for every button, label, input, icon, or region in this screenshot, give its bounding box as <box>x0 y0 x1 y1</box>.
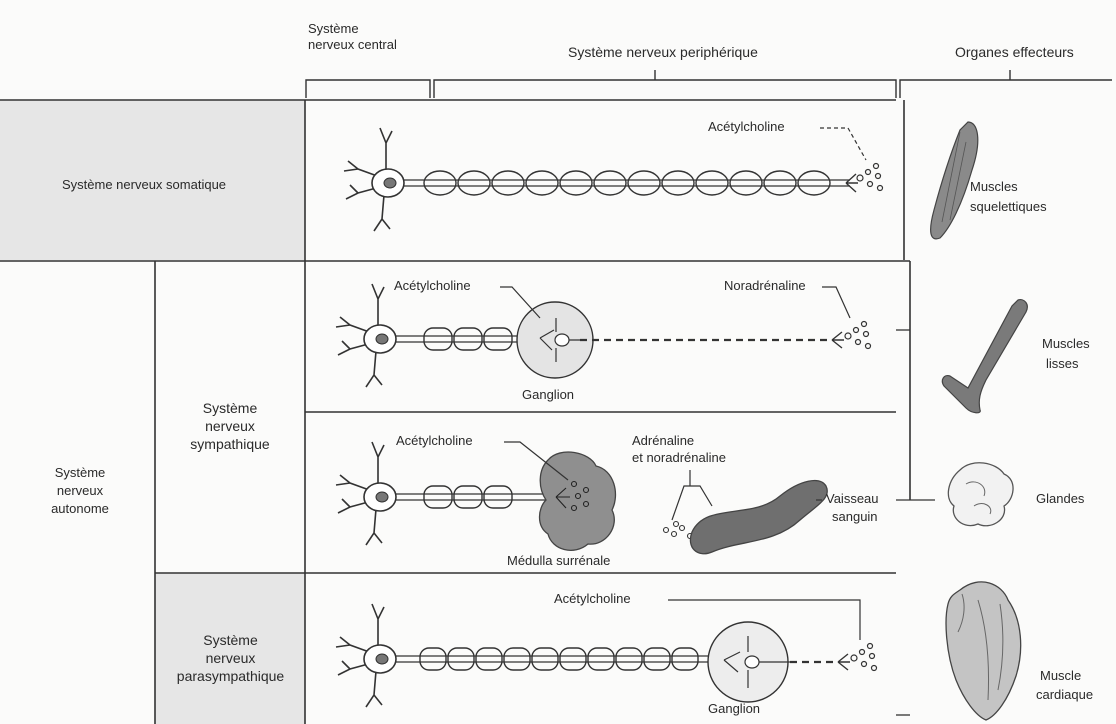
adrenal-neuron <box>336 442 396 545</box>
somatic-axon <box>404 180 850 186</box>
ganglion-para-label: Ganglion <box>708 702 760 717</box>
header-central-line1: Système <box>308 22 359 37</box>
sympathetic-label-line2: nerveux <box>170 418 290 434</box>
adrenaline-label-line1: Adrénaline <box>632 434 694 449</box>
adrenaline-label-line2: et noradrénaline <box>632 451 726 466</box>
vessel-label-line2: sanguin <box>832 510 878 525</box>
skeletal-label-line1: Muscles <box>970 180 1018 195</box>
cardiac-label-line1: Muscle <box>1040 669 1081 684</box>
ach-adrenal-label: Acétylcholine <box>396 434 473 449</box>
cardiac-label-line2: cardiaque <box>1036 688 1093 703</box>
adrenal-myelin <box>424 486 512 508</box>
blood-vessel-icon <box>690 481 827 554</box>
autonomic-label-line1: Système <box>40 466 120 481</box>
sympathetic-neuron <box>336 284 396 387</box>
cardiac-muscle-icon <box>946 582 1021 720</box>
noradrenaline-label: Noradrénaline <box>724 279 806 294</box>
glands-icon <box>948 463 1013 526</box>
medulla-label: Médulla surrénale <box>507 554 610 569</box>
skeletal-label-line2: squelettiques <box>970 200 1047 215</box>
parasympathetic-label-line2: nerveux <box>158 650 303 666</box>
somatic-neuron <box>344 128 404 231</box>
somatic-myelin <box>424 171 830 195</box>
somatic-acetylcholine-vesicles <box>857 164 883 191</box>
parasympathetic-label-line3: parasympathique <box>158 668 303 684</box>
smooth-label-line1: Muscles <box>1042 337 1090 352</box>
somatic-label: Système nerveux somatique <box>62 178 226 193</box>
parasympathetic-neuron <box>336 604 396 707</box>
vessel-label-line1: Vaisseau <box>826 492 879 507</box>
effector-connectors <box>896 330 935 715</box>
autonomic-label-line3: autonome <box>40 502 120 517</box>
glands-label: Glandes <box>1036 492 1084 507</box>
header-effectors: Organes effecteurs <box>955 44 1074 60</box>
autonomic-label-line2: nerveux <box>40 484 120 499</box>
hormone-dots <box>664 522 693 539</box>
ach-somatic-label: Acétylcholine <box>708 120 785 135</box>
ach-para-label: Acétylcholine <box>554 592 631 607</box>
sympathetic-myelin <box>424 328 512 350</box>
smooth-label-line2: lisses <box>1046 357 1079 372</box>
para-ach-vesicles <box>851 644 877 671</box>
parasympathetic-myelin <box>420 648 698 670</box>
header-brackets <box>306 70 1112 98</box>
sympathetic-label-line3: sympathique <box>170 436 290 452</box>
ach-symp-label: Acétylcholine <box>394 279 471 294</box>
noradrenaline-vesicles <box>845 322 871 349</box>
ganglion-symp-label: Ganglion <box>522 388 574 403</box>
header-central-line2: nerveux central <box>308 38 397 53</box>
noradrenaline-leader <box>822 287 850 318</box>
smooth-muscle-icon <box>942 300 1027 413</box>
somatic-ach-leader <box>820 128 866 160</box>
header-peripheral: Système nerveux periphérique <box>568 44 758 60</box>
parasympathetic-label-line1: Système <box>158 632 303 648</box>
sympathetic-label-line1: Système <box>170 400 290 416</box>
adrenal-axon <box>396 494 560 500</box>
adrenaline-leader <box>672 470 712 520</box>
somatic-axon-terminal <box>846 174 858 192</box>
